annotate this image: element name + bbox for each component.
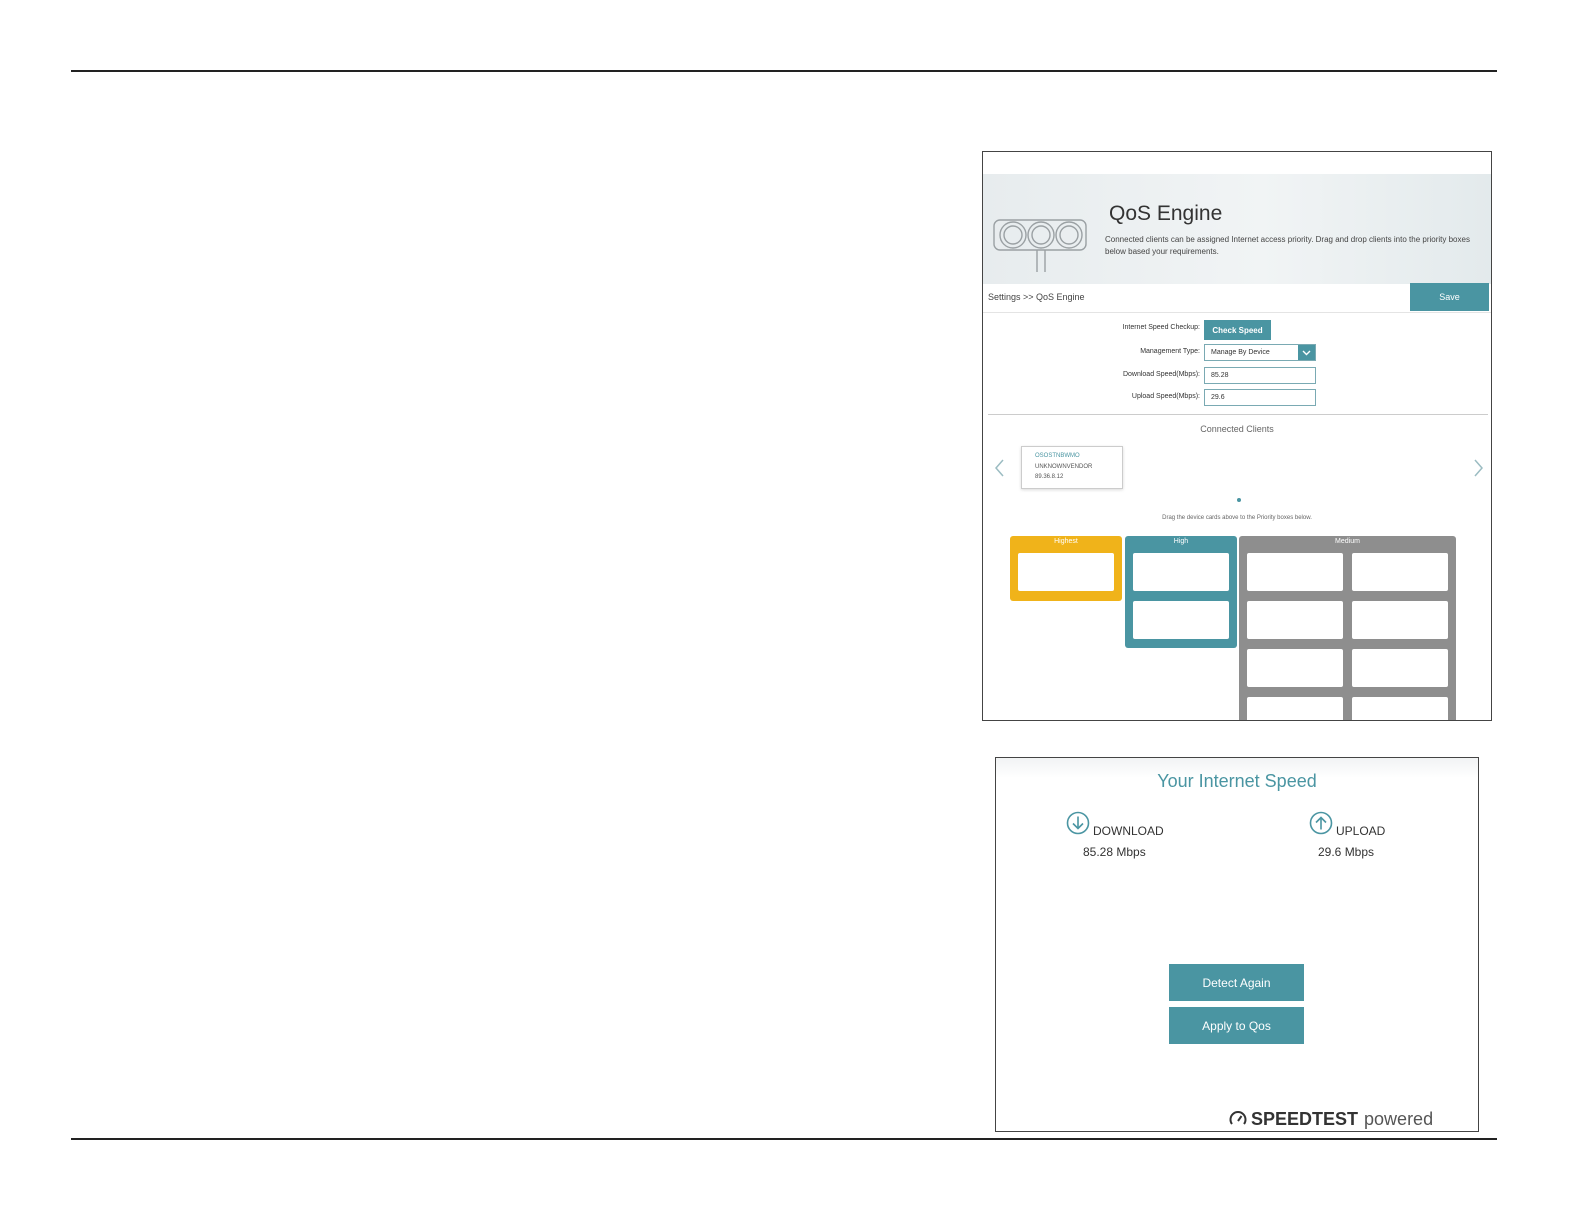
save-button[interactable]: Save	[1410, 283, 1489, 311]
chevron-right-icon[interactable]	[1471, 454, 1487, 482]
upload-speed-label: Upload Speed(Mbps):	[1131, 393, 1200, 400]
priority-label-medium: Medium	[1335, 538, 1360, 545]
priority-slot[interactable]	[1352, 649, 1448, 687]
breadcrumb-bar: Settings >> QoS Engine	[983, 284, 1491, 313]
carousel-page-indicator[interactable]	[1237, 498, 1241, 502]
priority-slot[interactable]	[1133, 553, 1229, 591]
check-speed-button[interactable]: Check Speed	[1204, 320, 1271, 340]
upload-speed-row: Upload Speed(Mbps): 29.6	[983, 389, 1491, 407]
management-type-label: Management Type:	[1140, 348, 1200, 355]
page-description: Connected clients can be assigned Intern…	[1105, 235, 1470, 256]
breadcrumb[interactable]: Settings >> QoS Engine	[988, 292, 1085, 302]
speedtest-logo: SPEEDTEST powered	[1228, 1108, 1433, 1130]
upload-label: UPLOAD	[1336, 824, 1386, 838]
client-vendor: UNKNOWNVENDOR	[1035, 464, 1093, 470]
download-label: DOWNLOAD	[1093, 824, 1164, 838]
priority-slot[interactable]	[1247, 649, 1343, 687]
management-type-select[interactable]: Manage By Device	[1204, 344, 1316, 361]
priority-slot[interactable]	[1352, 601, 1448, 639]
priority-slot[interactable]	[1247, 601, 1343, 639]
priority-slot[interactable]	[1133, 601, 1229, 639]
download-speed-row: Download Speed(Mbps): 85.28	[983, 367, 1491, 385]
speedtest-brand: SPEEDTEST	[1251, 1108, 1359, 1129]
top-rule	[71, 70, 1497, 72]
detect-again-button[interactable]: Detect Again	[1169, 964, 1304, 1001]
client-card[interactable]: OSOSTNBWMO UNKNOWNVENDOR 89.36.8.12	[1021, 446, 1123, 489]
speedtest-powered: powered	[1364, 1108, 1434, 1129]
apply-to-qos-button[interactable]: Apply to Qos	[1169, 1007, 1304, 1044]
priority-box-medium[interactable]: Medium	[1239, 536, 1456, 720]
speed-checkup-row: Internet Speed Checkup: Check Speed	[983, 320, 1491, 340]
connected-clients-title: Connected Clients	[1200, 424, 1274, 434]
priority-label-highest: Highest	[1054, 538, 1078, 545]
bottom-rule	[71, 1138, 1497, 1140]
priority-slot[interactable]	[1018, 553, 1114, 591]
download-speed-label: Download Speed(Mbps):	[1122, 371, 1200, 378]
priority-slot[interactable]	[1247, 697, 1343, 720]
priority-slot[interactable]	[1352, 553, 1448, 591]
priority-slot[interactable]	[1352, 697, 1448, 720]
management-type-value: Manage By Device	[1211, 349, 1270, 356]
priority-box-highest[interactable]: Highest	[1010, 536, 1122, 601]
upload-arrow-icon	[1309, 811, 1333, 835]
upload-speed-input[interactable]: 29.6	[1204, 389, 1316, 406]
management-type-row: Management Type: Manage By Device	[983, 344, 1491, 362]
client-name: OSOSTNBWMO	[1035, 453, 1080, 459]
qos-header: QoS Engine Connected clients can be assi…	[983, 174, 1491, 284]
speed-title: Your Internet Speed	[1157, 771, 1317, 791]
download-arrow-icon	[1066, 811, 1090, 835]
chevron-down-icon[interactable]	[1298, 345, 1315, 360]
download-value: 85.28 Mbps	[1083, 845, 1146, 859]
qos-engine-illustration	[993, 219, 1087, 272]
qos-engine-screenshot: QoS Engine Connected clients can be assi…	[982, 151, 1492, 721]
priority-label-high: High	[1173, 538, 1189, 545]
priority-box-high[interactable]: High	[1125, 536, 1237, 648]
internet-speed-screenshot: Your Internet Speed DOWNLOAD 85.28 Mbps …	[995, 757, 1479, 1132]
priority-slot[interactable]	[1247, 553, 1343, 591]
speedometer-icon	[1229, 1111, 1247, 1125]
upload-value: 29.6 Mbps	[1318, 845, 1375, 859]
drag-hint: Drag the device cards above to the Prior…	[1162, 515, 1312, 521]
section-divider	[988, 414, 1488, 415]
chevron-left-icon[interactable]	[991, 454, 1007, 482]
speed-checkup-label: Internet Speed Checkup:	[1122, 324, 1200, 331]
download-speed-input[interactable]: 85.28	[1204, 367, 1316, 384]
client-ip: 89.36.8.12	[1035, 474, 1064, 480]
page-title: QoS Engine	[1109, 202, 1223, 225]
